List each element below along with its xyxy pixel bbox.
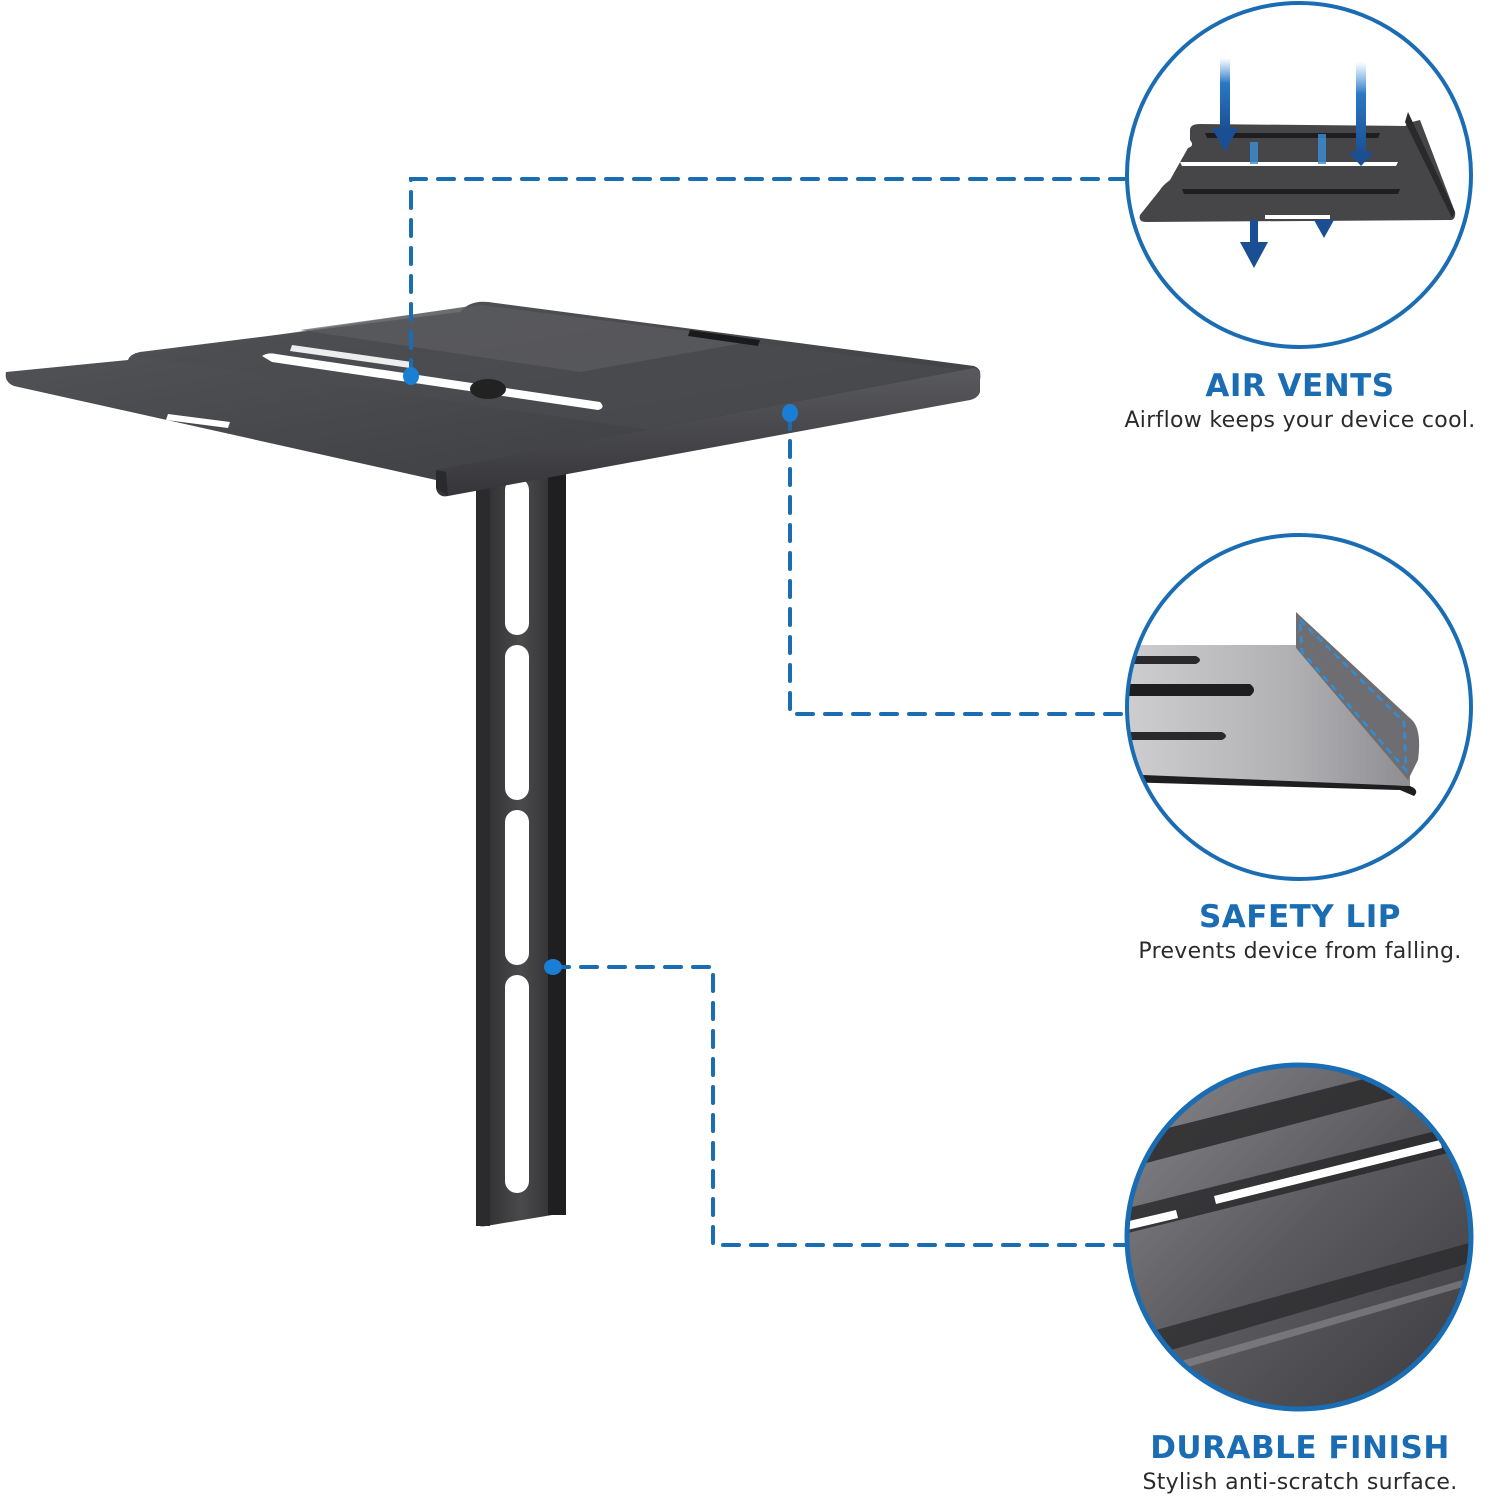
vertical-bracket: [476, 470, 566, 1227]
feature-title-air-vents: AIR VENTS: [1205, 368, 1395, 404]
durable-finish-detail: [1124, 1062, 1474, 1412]
callout-dot-air-vents: [403, 367, 419, 385]
feature-desc-air-vents: Airflow keeps your device cool.: [1124, 408, 1476, 433]
callout-dot-safety-lip: [782, 404, 798, 422]
safety-lip-detail: [1125, 533, 1473, 881]
air-vents-detail: [1125, 1, 1473, 349]
feature-title-safety-lip: SAFETY LIP: [1198, 899, 1402, 935]
feature-desc-durable-finish: Stylish anti-scratch surface.: [1142, 1470, 1458, 1495]
callout-dot-durable-finish: [544, 959, 562, 975]
callout-lines: [409, 177, 1130, 1247]
feature-title-durable-finish: DURABLE FINISH: [1150, 1430, 1450, 1466]
callout-line-air-vents: [409, 177, 1130, 378]
shelf-tray: [5, 301, 981, 497]
callout-line-durable-finish: [551, 965, 1129, 1247]
callout-line-safety-lip: [788, 411, 1129, 716]
callout-dots: [403, 367, 798, 975]
feature-desc-safety-lip: Prevents device from falling.: [1138, 939, 1462, 964]
